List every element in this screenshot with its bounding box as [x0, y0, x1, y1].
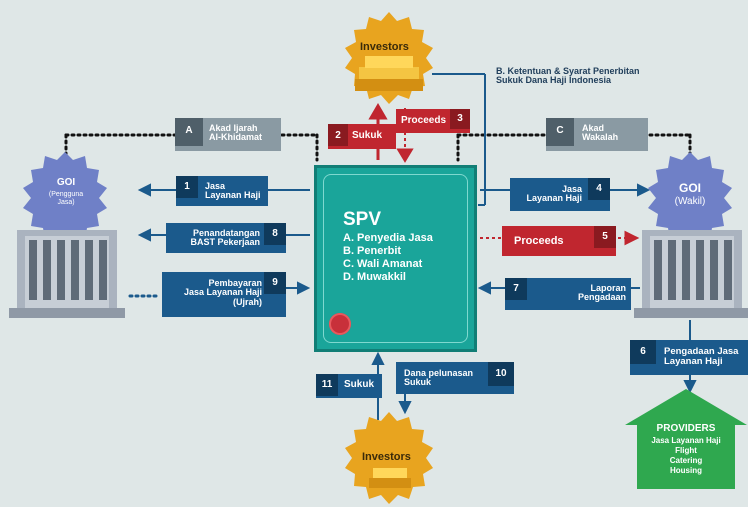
flow-9-badge [264, 272, 286, 294]
spv-items: A. Penyedia Jasa B. Penerbit C. Wali Ama… [343, 232, 433, 284]
flow-9-text: Pembayaran Jasa Layanan Haji (Ujrah) [164, 278, 262, 307]
flow-10-text: Dana pelunasan Sukuk [404, 368, 474, 388]
akad-a-line1: Akad Ijarah [209, 123, 258, 133]
flow-11-num: 11 [321, 379, 333, 390]
spv-title: SPV [343, 209, 382, 230]
goi-right-title: GOI [678, 181, 701, 195]
akad-a-line2: Al-Khidamat [209, 132, 263, 143]
akad-c-line1: Akad [582, 123, 605, 133]
flow-7-line2: Pengadaan [577, 292, 626, 303]
investors-top-seal [345, 12, 433, 104]
flow-4-num: 4 [596, 183, 602, 194]
spv-box: SPV A. Penyedia Jasa B. Penerbit C. Wali… [314, 165, 477, 352]
akad-a-text: Akad Ijarah Al-Khidamat [209, 123, 263, 143]
investors-top-label: Investors [360, 41, 409, 53]
flow-6-num: 6 [640, 346, 646, 357]
flow-11-label: Sukuk [344, 379, 375, 390]
flow-6-line2: Layanan Haji [664, 355, 723, 367]
flow-4-line2: Layanan Haji [526, 193, 582, 204]
flow-6-line1: Pengadaan Jasa [664, 346, 739, 357]
flow-1-num: 1 [184, 181, 190, 192]
providers-shape [625, 389, 747, 489]
flow-4-text: Jasa Layanan Haji [512, 184, 582, 204]
note-b: B. Ketentuan & Syarat Penerbitan Sukuk D… [496, 66, 640, 86]
spv-item: B. Penerbit [343, 245, 402, 257]
flow-3-label: Proceeds [401, 115, 447, 126]
akad-c-line2: Wakalah [582, 132, 619, 143]
flow-10-badge [488, 362, 514, 386]
flow-8-text: Penandatangan BAST Pekerjaan [172, 228, 260, 248]
flow-9-num: 9 [272, 277, 278, 288]
flow-4-line1: Jasa [561, 184, 582, 194]
flow-8-badge [264, 223, 286, 245]
spv-inner-frame [323, 174, 468, 343]
akad-a-badge [175, 118, 203, 146]
flow-6-text: Pengadaan Jasa Layanan Haji [664, 347, 738, 367]
flow-10-line2: Sukuk [404, 377, 432, 388]
flow-9-line3: (Ujrah) [233, 296, 262, 307]
akad-c-letter: C [556, 125, 564, 136]
providers-title: PROVIDERS [656, 423, 716, 434]
akad-a-letter: A [185, 125, 193, 136]
goi-right-building [634, 152, 748, 318]
flow-8-line2: BAST Pekerjaan [190, 237, 260, 248]
flow-3-num: 3 [457, 113, 463, 124]
investors-bottom-label: Investors [362, 451, 411, 463]
flow-7-badge [505, 278, 527, 300]
goi-left-sub1: (Pengguna [48, 191, 84, 198]
spv-item: D. Muwakkil [343, 271, 406, 283]
providers-item: Housing [670, 466, 702, 475]
akad-c-text: Akad Wakalah [582, 123, 619, 143]
flow-1-badge [176, 176, 198, 198]
flow-2-badge [328, 124, 348, 146]
flow-5-label: Proceeds [514, 235, 564, 247]
providers-item: Flight [675, 446, 697, 455]
flow-1-text: Jasa Layanan Haji [205, 181, 261, 201]
flow-1-line1: Jasa [205, 181, 226, 191]
flow-7-num: 7 [513, 283, 519, 294]
flow-2-num: 2 [335, 130, 341, 141]
spv-item: A. Penyedia Jasa [343, 232, 433, 244]
seal-icon [329, 313, 351, 335]
flow-7-text: Laporan Pengadaan [530, 283, 626, 303]
flow-2-label: Sukuk [352, 130, 383, 141]
akad-c-badge [546, 118, 574, 146]
flow-8-line1: Penandatangan [192, 228, 260, 238]
flow-5-num: 5 [602, 231, 608, 242]
providers-item: Catering [669, 456, 703, 465]
providers-item: Jasa Layanan Haji [651, 436, 721, 445]
flow-9-line2: Jasa Layanan Haji [183, 287, 262, 298]
flow-1-line2: Layanan Haji [205, 190, 261, 201]
flow-11-badge [316, 374, 338, 396]
note-b-line2: Sukuk Dana Haji Indonesia [496, 75, 612, 86]
goi-left-title: GOI [56, 177, 76, 188]
spv-item: C. Wali Amanat [343, 258, 423, 270]
flow-8-num: 8 [272, 228, 278, 239]
note-b-line1: B. Ketentuan & Syarat Penerbitan [496, 66, 640, 76]
flow-10-num: 10 [495, 368, 507, 379]
goi-left-sub2: Jasa) [57, 199, 75, 206]
providers-items: Jasa Layanan Haji Flight Catering Housin… [637, 436, 735, 476]
flow-10-line1: Dana pelunasan [404, 368, 474, 378]
goi-right-sub: (Wakil) [674, 196, 706, 207]
flow-7-line1: Laporan [590, 283, 626, 293]
flow-5-badge [594, 226, 616, 248]
flow-3-badge [450, 109, 470, 129]
flow-4-badge [588, 178, 610, 200]
investors-bottom-seal [345, 412, 433, 504]
flow-6-badge [630, 340, 656, 364]
goi-left-building [9, 152, 125, 318]
flow-9-line1: Pembayaran [208, 278, 262, 288]
